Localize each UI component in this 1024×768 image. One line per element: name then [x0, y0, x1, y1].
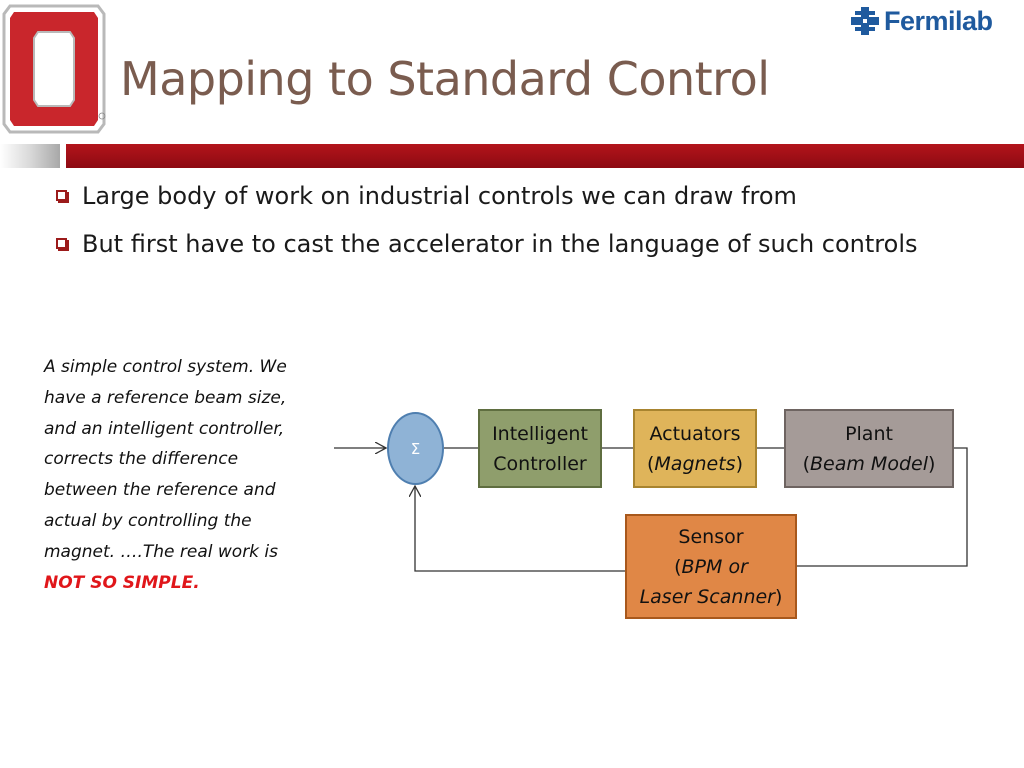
box-label-line: (BPM or — [674, 552, 748, 582]
box-label-italic: Magnets — [654, 452, 736, 475]
fermilab-icon — [851, 7, 879, 35]
caption-text: A simple control system. We have a refer… — [44, 357, 287, 562]
box-label-line: (Magnets) — [647, 449, 743, 479]
divider-red-bar — [66, 144, 1024, 168]
box-label-line: (Beam Model) — [803, 449, 936, 479]
fermilab-logo: Fermilab — [850, 4, 1020, 38]
bullet-square-icon — [56, 238, 67, 249]
plant-to-sensor-line — [797, 447, 968, 567]
actuators-box: Actuators (Magnets) — [633, 409, 757, 488]
box-label-line: Controller — [493, 452, 587, 475]
sensor-box: Sensor (BPM or Laser Scanner) — [625, 514, 797, 619]
box-label-italic: BPM or — [681, 555, 748, 578]
sensor-feedback-arrow — [415, 486, 625, 572]
caption-emphasis: NOT SO SIMPLE. — [44, 572, 200, 593]
slide-title: Mapping to Standard Control — [120, 52, 770, 106]
box-label-line: Sensor — [678, 525, 744, 548]
divider-grey-bar — [0, 144, 60, 168]
bullet-square-icon — [56, 190, 67, 201]
paren: ( — [802, 452, 811, 475]
summing-junction: Σ — [387, 412, 444, 485]
box-label-line: Intelligent — [492, 422, 588, 445]
paren: ( — [674, 555, 682, 578]
intelligent-controller-box: Intelligent Controller — [478, 409, 602, 488]
paren: ) — [735, 452, 744, 475]
box-label-italic: Beam Model — [810, 452, 928, 475]
paren: ( — [646, 452, 655, 475]
box-label-italic: Laser Scanner — [639, 585, 775, 608]
paren: ) — [774, 585, 783, 608]
bullet-item: Large body of work on industrial control… — [56, 176, 994, 217]
bullet-text: But first have to cast the accelerator i… — [82, 230, 918, 258]
diagram-caption: A simple control system. We have a refer… — [44, 352, 314, 598]
bullet-item: But first have to cast the accelerator i… — [56, 224, 994, 265]
osu-block-o-logo — [2, 4, 106, 134]
box-label-line: Laser Scanner) — [640, 582, 783, 612]
box-label-line: Plant — [845, 422, 893, 445]
paren: ) — [927, 452, 936, 475]
bullet-text: Large body of work on industrial control… — [82, 182, 797, 210]
fermilab-wordmark: Fermilab — [884, 5, 993, 36]
box-label-line: Actuators — [649, 422, 741, 445]
plant-box: Plant (Beam Model) — [784, 409, 954, 488]
